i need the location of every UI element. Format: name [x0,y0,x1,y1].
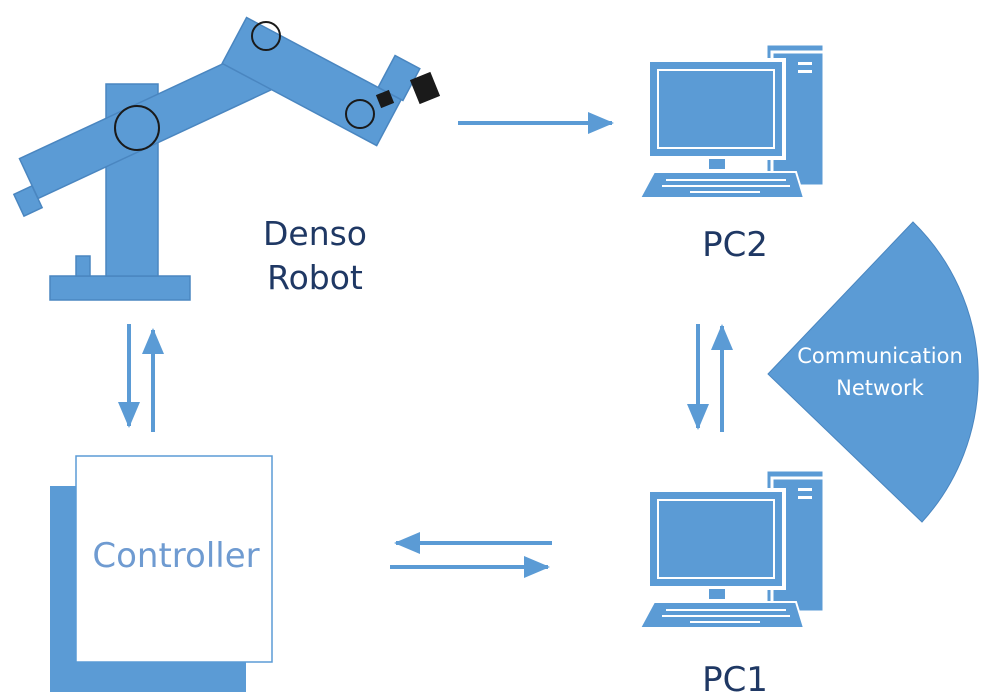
pc2-label: PC2 [702,225,768,265]
pc2-monitor-stand [707,157,727,171]
robot-label-line1: Denso [262,214,367,253]
pc2-screen [657,69,775,149]
communication-network-sector [767,221,979,523]
robot-base [49,275,191,301]
robot-gripper-finger [375,89,395,109]
network-label-line1: Communication [797,344,963,368]
robot-label: Denso Robot [255,212,375,300]
robot-joint-shoulder [114,105,160,151]
pc1-desktop-computer-icon [638,468,826,629]
network-label: Communication Network [780,340,980,404]
pc2-desktop-computer-icon [638,42,826,199]
robot-base-knob [75,255,91,277]
robot-joint-wrist [345,99,375,129]
robot-gripper [409,71,441,105]
network-label-line2: Network [836,376,924,400]
controller-box [75,455,273,663]
pc1-monitor-stand [707,587,727,601]
robot-label-line2: Robot [267,258,363,297]
robot-wrist-block [377,54,421,102]
robot-rear-block [12,184,44,218]
robot-joint-elbow [251,21,281,51]
pc1-screen [657,499,775,579]
controller-label: Controller [92,536,260,576]
pc1-label: PC1 [702,660,768,700]
